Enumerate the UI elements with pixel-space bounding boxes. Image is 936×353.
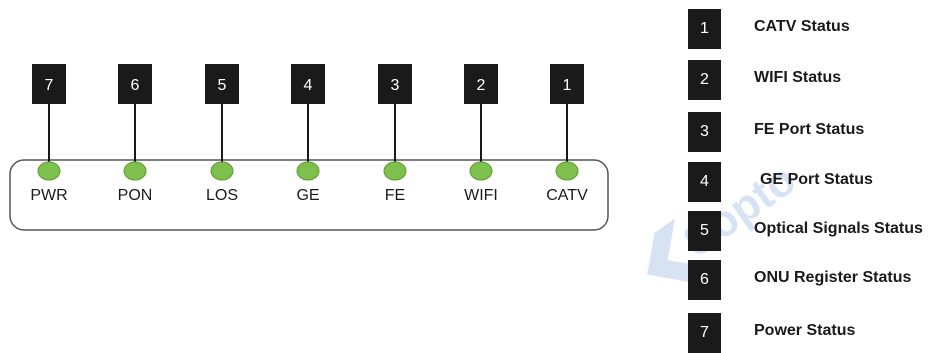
legend-item: 2 WIFI Status <box>688 60 936 100</box>
legend-label: Optical Signals Status <box>754 220 923 237</box>
legend-label: WIFI Status <box>754 69 842 86</box>
legend-label: ONU Register Status <box>754 269 912 286</box>
legend-number-badge: 6 <box>688 260 721 300</box>
legend-number-badge: 3 <box>688 112 721 152</box>
number-badge-text: 3 <box>391 77 400 94</box>
number-badge-text: 5 <box>218 77 227 94</box>
number-badge-text: 1 <box>563 77 572 94</box>
led-label: WIFI <box>464 187 498 204</box>
led-light <box>555 161 579 181</box>
legend-number-badge: 7 <box>688 313 721 353</box>
number-badge <box>550 64 584 104</box>
number-badge <box>205 64 239 104</box>
legend-item: 6 ONU Register Status <box>688 260 936 300</box>
number-badge <box>118 64 152 104</box>
led-light <box>123 161 147 181</box>
legend-number-badge: 1 <box>688 9 721 49</box>
led-light <box>210 161 234 181</box>
led-light <box>37 161 61 181</box>
led-label: FE <box>385 187 405 204</box>
legend-item: 1 CATV Status <box>688 9 936 49</box>
legend-number-badge: 4 <box>688 162 721 202</box>
number-badge-text: 7 <box>45 77 54 94</box>
legend-number-badge: 2 <box>688 60 721 100</box>
legend-label: CATV Status <box>754 18 850 35</box>
legend-item: 4 GE Port Status <box>688 162 936 202</box>
led-label: PWR <box>30 187 67 204</box>
led-light <box>383 161 407 181</box>
number-badge-text: 4 <box>304 77 313 94</box>
led-label: LOS <box>206 187 238 204</box>
number-badge <box>291 64 325 104</box>
led-indicator-ge: 4GE <box>291 64 325 204</box>
legend-label: Power Status <box>754 322 856 339</box>
number-badge <box>378 64 412 104</box>
legend-label: FE Port Status <box>754 121 865 138</box>
led-label: CATV <box>546 187 588 204</box>
number-badge-text: 6 <box>131 77 140 94</box>
legend-item: 7 Power Status <box>688 313 936 353</box>
legend-item: 5 Optical Signals Status <box>688 211 936 251</box>
led-indicator-fe: 3FE <box>378 64 412 204</box>
number-badge-text: 2 <box>477 77 486 94</box>
number-badge <box>32 64 66 104</box>
led-light <box>469 161 493 181</box>
led-label: GE <box>296 187 319 204</box>
number-badge <box>464 64 498 104</box>
legend-item: 3 FE Port Status <box>688 112 936 152</box>
led-light <box>296 161 320 181</box>
led-label: PON <box>118 187 153 204</box>
legend-label: GE Port Status <box>760 171 873 188</box>
legend-number-badge: 5 <box>688 211 721 251</box>
